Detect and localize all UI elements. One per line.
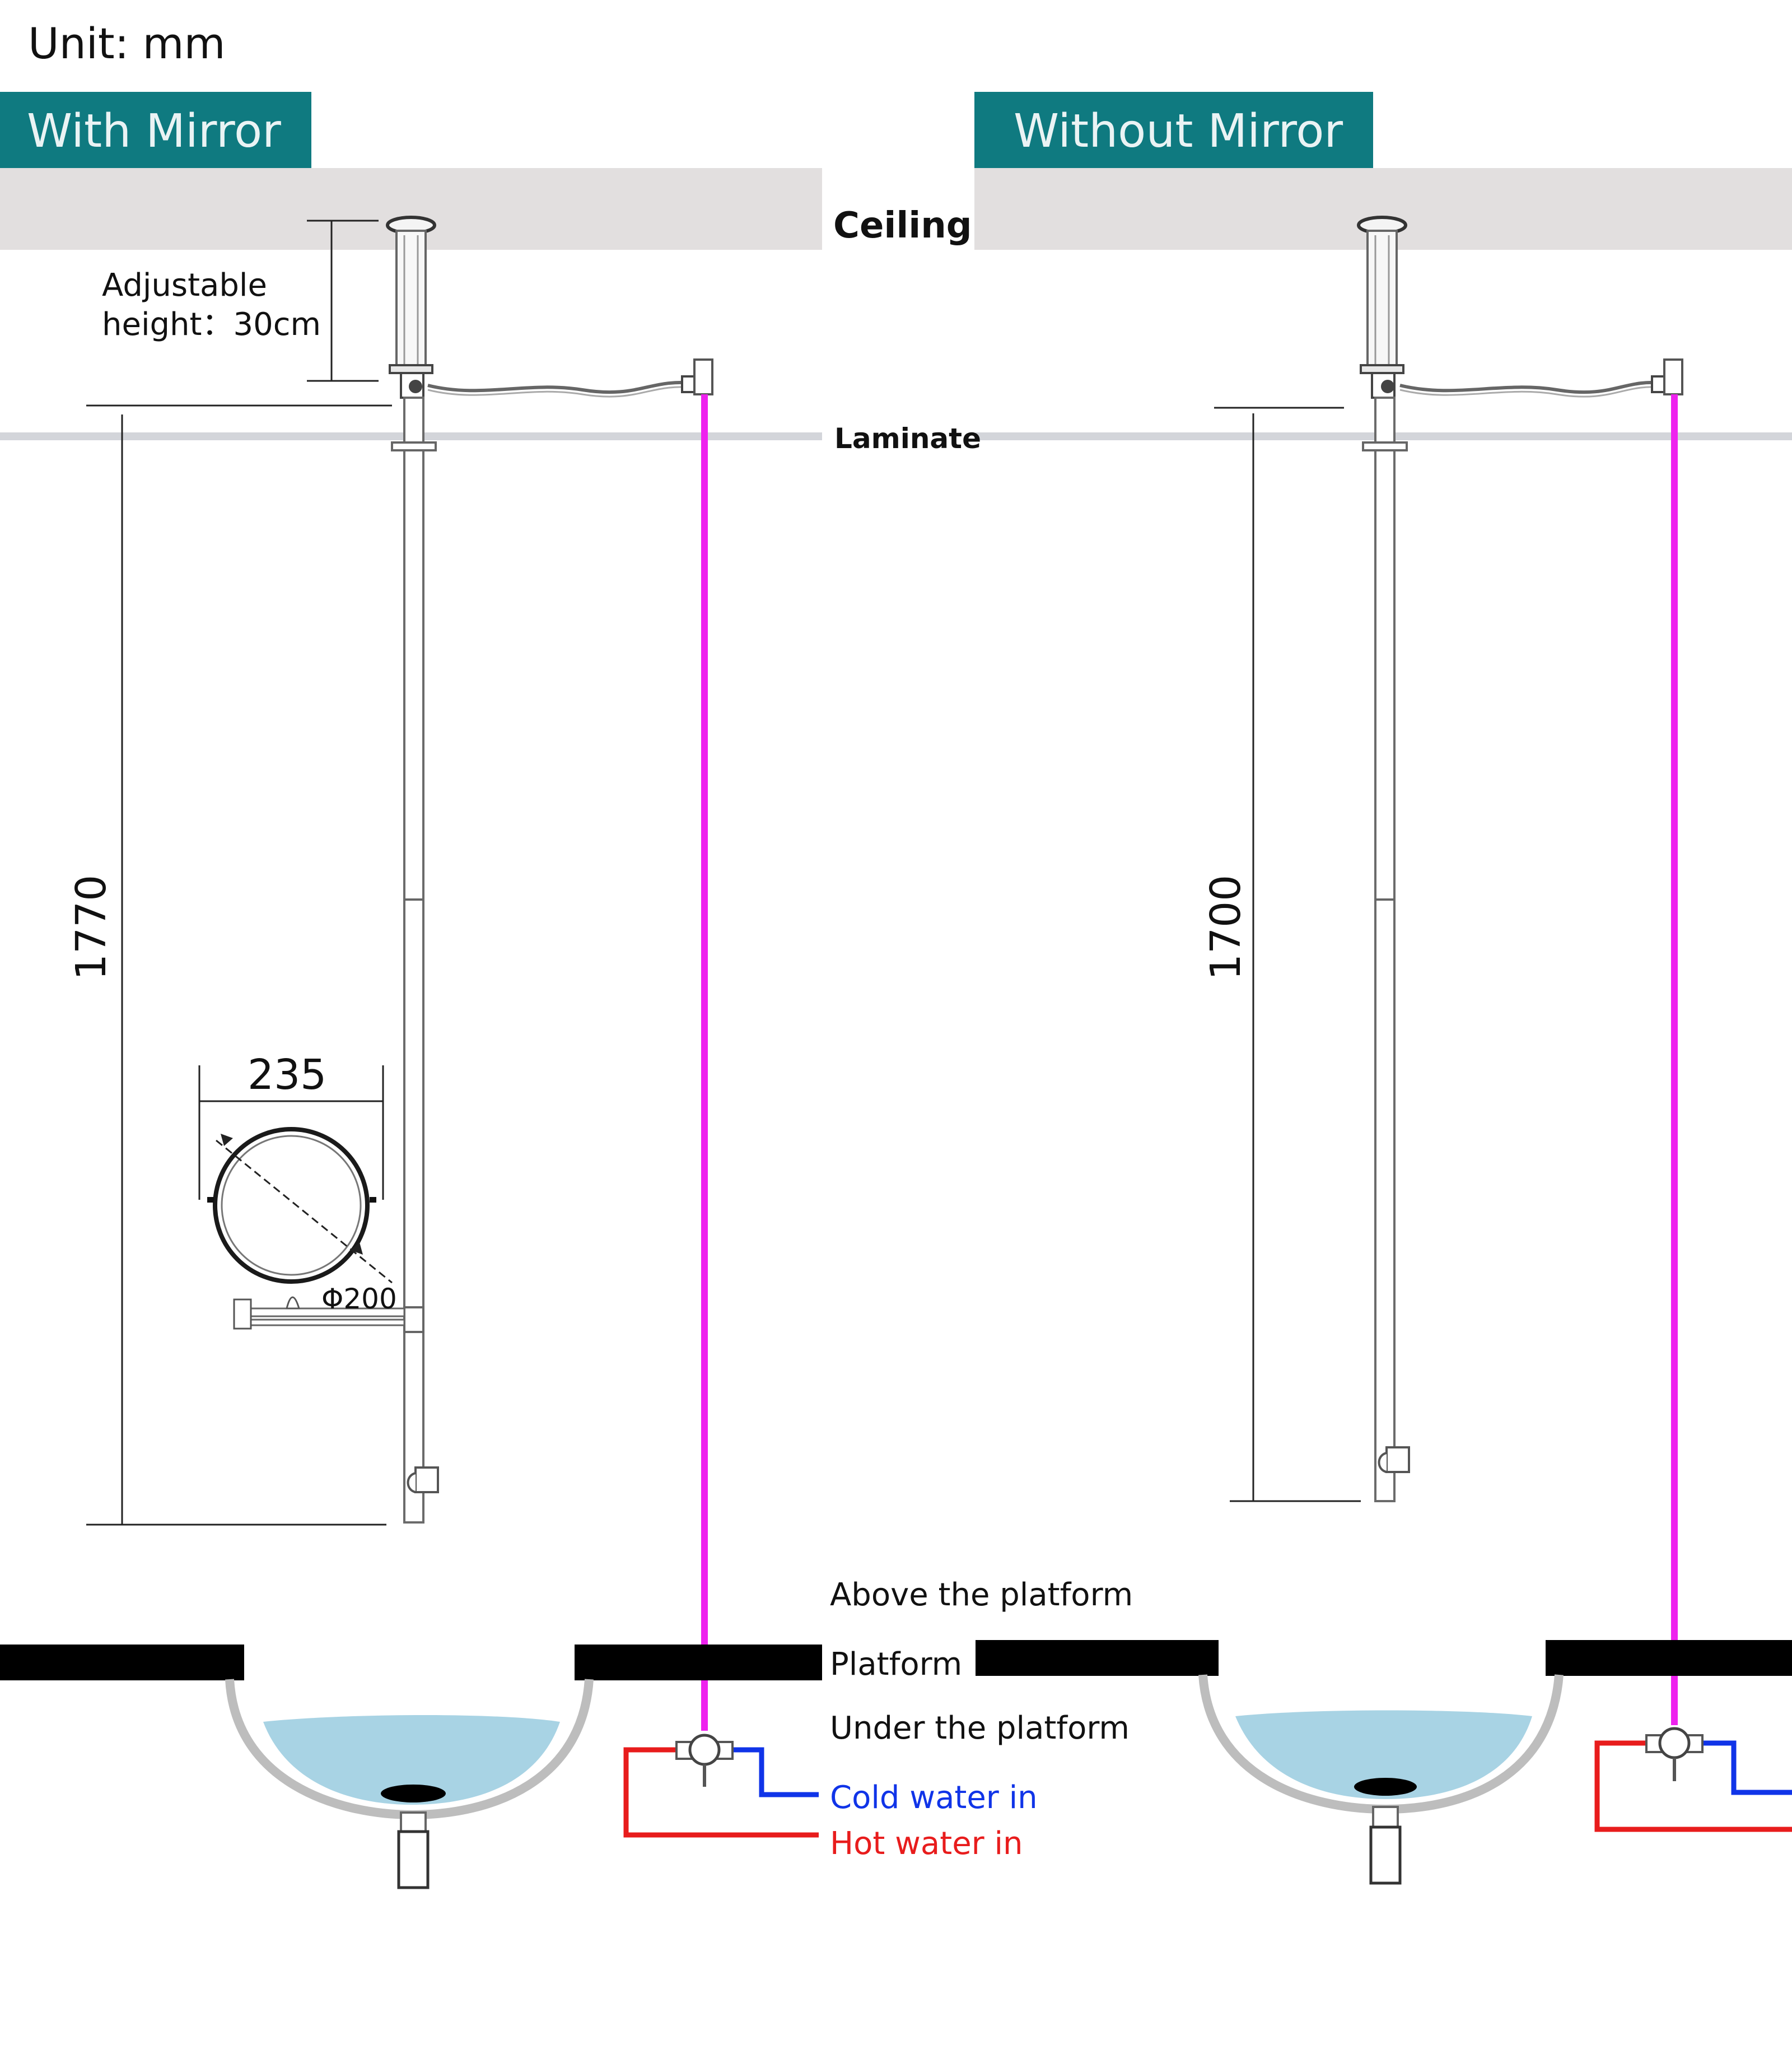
platform-right-a (976, 1640, 1219, 1676)
mirror-width-dim: 235 (248, 1051, 326, 1099)
tab-with-mirror-label: With Mirror (27, 105, 281, 158)
shower-post-left[interactable] (403, 397, 424, 1524)
above-platform-label: Above the platform (830, 1577, 1133, 1613)
height-dim-left: 1770 (67, 875, 115, 980)
tab-without-mirror-bg (974, 92, 1373, 168)
ceiling-mount-left (386, 216, 436, 399)
hot-water-label: Hot water in (830, 1825, 1023, 1862)
tab-without-mirror-label: Without Mirror (1014, 105, 1343, 158)
ceiling-mount-right (1357, 216, 1407, 399)
mixer-valve-right[interactable] (1594, 1727, 1792, 1832)
platform-left-a (0, 1645, 244, 1680)
adjustable-line2: height：30cm (102, 306, 321, 343)
shower-post-right[interactable] (1374, 397, 1396, 1502)
under-platform-label: Under the platform (830, 1710, 1130, 1746)
mirror[interactable] (198, 1065, 405, 1330)
ceiling-label: Ceiling (833, 205, 972, 246)
basin-right (1198, 1674, 1564, 1885)
post-holder-left (407, 1466, 439, 1493)
basin-left (225, 1679, 594, 1889)
platform-label: Platform (830, 1646, 962, 1683)
mixer-valve-left[interactable] (623, 1734, 819, 1838)
height-dim-right: 1700 (1202, 875, 1250, 980)
laminate-label: Laminate (834, 422, 981, 455)
unit-label: Unit: mm (28, 18, 226, 68)
cold-water-label: Cold water in (830, 1780, 1038, 1816)
mirror-diameter-dim: Φ200 (321, 1283, 397, 1315)
post-holder-right (1378, 1446, 1410, 1473)
flex-hose-right (1399, 380, 1664, 394)
platform-right-b (1546, 1640, 1792, 1676)
tab-with-mirror-bg (0, 92, 311, 168)
platform-left-b (575, 1645, 822, 1680)
adjustable-line1: Adjustable (102, 267, 267, 304)
flex-hose-left (427, 380, 695, 394)
